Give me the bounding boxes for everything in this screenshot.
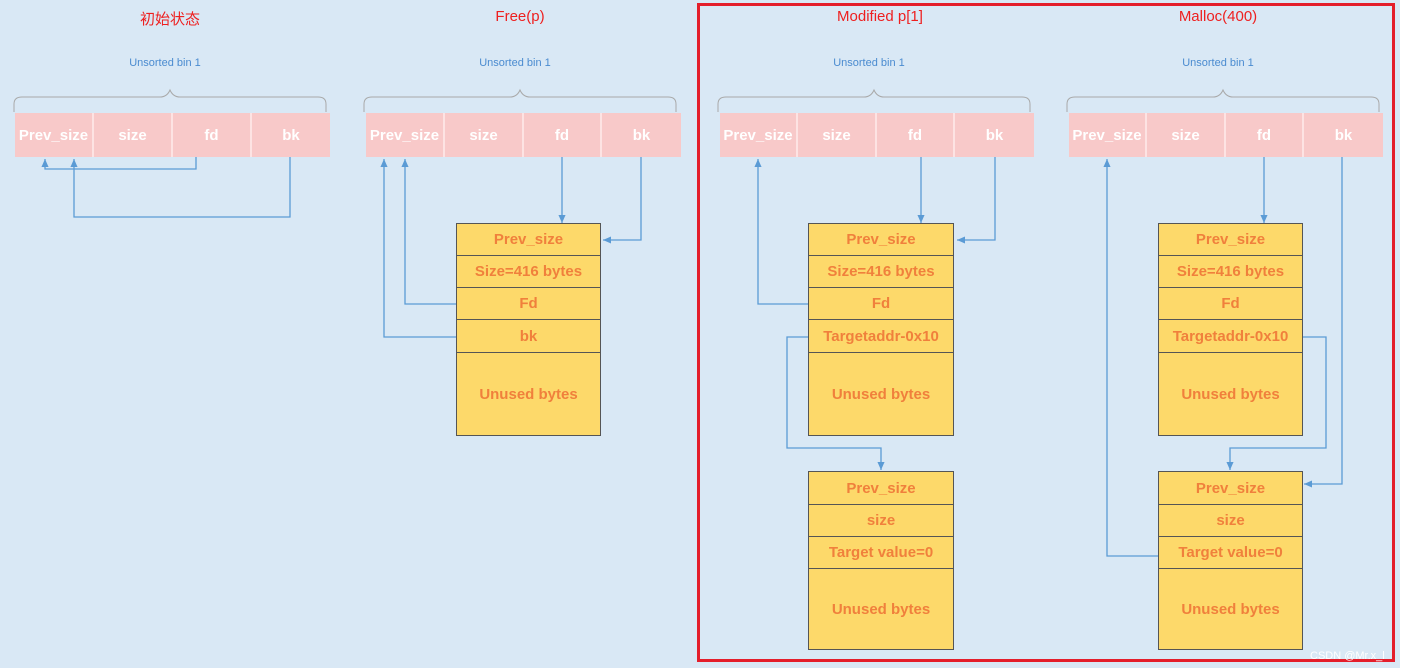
- bin3-size: size: [798, 113, 877, 157]
- mod-target-size: size: [808, 504, 954, 537]
- arrow-init-bk: [70, 157, 291, 218]
- bin-label-3: Unsorted bin 1: [833, 57, 905, 69]
- watermark: CSDN @Mr.x_l: [1310, 650, 1385, 662]
- free-chunk-unused: Unused bytes: [456, 352, 601, 436]
- malloc-chunk-fd: Fd: [1158, 287, 1303, 320]
- arrow-malloc-target: [1226, 336, 1327, 470]
- bin-brace-1: [13, 88, 327, 112]
- mod-target-unused: Unused bytes: [808, 568, 954, 650]
- bin2-prev-size: Prev_size: [366, 113, 445, 157]
- bin2-bk: bk: [602, 113, 681, 157]
- bin2-fd: fd: [524, 113, 602, 157]
- arrow-malloc-bk: [1304, 157, 1343, 488]
- bin2-size: size: [445, 113, 524, 157]
- malloc-target-value: Target value=0: [1158, 536, 1303, 569]
- arrow-free-bk: [603, 157, 642, 244]
- malloc-chunk-size: Size=416 bytes: [1158, 255, 1303, 288]
- bin4-fd: fd: [1226, 113, 1304, 157]
- arrow-free-chunk-bk: [380, 159, 456, 338]
- bin1-fd: fd: [173, 113, 252, 157]
- free-chunk-prev-size: Prev_size: [456, 223, 601, 256]
- mod-target-value: Target value=0: [808, 536, 954, 569]
- panel-title-modified: Modified p[1]: [837, 8, 923, 25]
- arrow-mod-chunk-fd: [754, 159, 808, 305]
- malloc-chunk-prev-size: Prev_size: [1158, 223, 1303, 256]
- malloc-chunk-targetaddr: Targetaddr-0x10: [1158, 319, 1303, 353]
- bin-label-1: Unsorted bin 1: [129, 57, 201, 69]
- bin-label-4: Unsorted bin 1: [1182, 57, 1254, 69]
- arrow-free-chunk-fd: [401, 159, 456, 305]
- bin-brace-4: [1066, 88, 1380, 112]
- malloc-target-unused: Unused bytes: [1158, 568, 1303, 650]
- bin-label-2: Unsorted bin 1: [479, 57, 551, 69]
- highlight-frame: [697, 3, 1395, 662]
- bin4-bk: bk: [1304, 113, 1383, 157]
- arrow-mod-target: [786, 336, 885, 470]
- mod-chunk-unused: Unused bytes: [808, 352, 954, 436]
- free-chunk-fd: Fd: [456, 287, 601, 320]
- bin3-bk: bk: [955, 113, 1034, 157]
- mod-chunk-prev-size: Prev_size: [808, 223, 954, 256]
- bin-brace-2: [363, 88, 677, 112]
- bin4-size: size: [1147, 113, 1226, 157]
- bin3-prev-size: Prev_size: [720, 113, 798, 157]
- bin1-bk: bk: [252, 113, 330, 157]
- free-chunk-size: Size=416 bytes: [456, 255, 601, 288]
- mod-target-prev-size: Prev_size: [808, 471, 954, 505]
- bin1-size: size: [94, 113, 173, 157]
- bin-brace-3: [717, 88, 1031, 112]
- panel-title-free: Free(p): [495, 8, 545, 25]
- bin4-prev-size: Prev_size: [1069, 113, 1147, 157]
- malloc-chunk-unused: Unused bytes: [1158, 352, 1303, 436]
- arrow-mod-bk: [957, 157, 996, 244]
- bin1-prev-size: Prev_size: [15, 113, 94, 157]
- panel-title-malloc: Malloc(400): [1178, 8, 1258, 25]
- arrow-init-fd: [41, 157, 197, 170]
- free-chunk-bk: bk: [456, 319, 601, 353]
- arrow-malloc-target-value: [1103, 159, 1158, 557]
- panel-title-initial: 初始状态: [139, 11, 200, 28]
- bin3-fd: fd: [877, 113, 955, 157]
- malloc-target-prev-size: Prev_size: [1158, 471, 1303, 505]
